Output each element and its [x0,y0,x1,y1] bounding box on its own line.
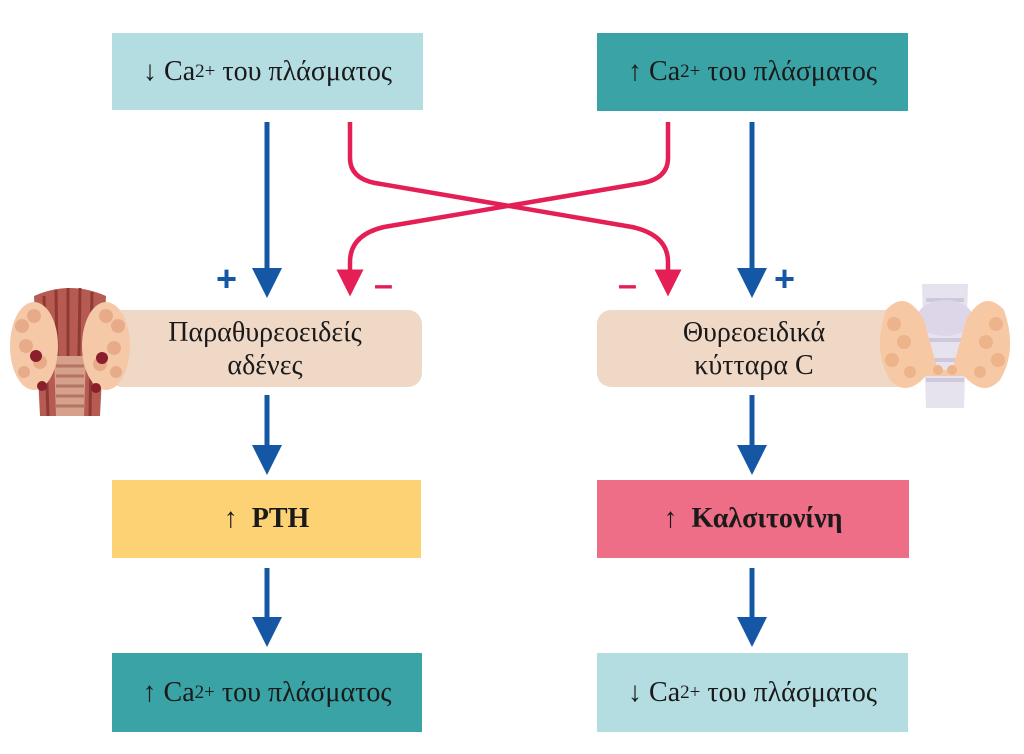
plus-sign-right: + [774,258,796,299]
plasma-text: του πλάσματος [700,676,877,708]
thyroid-gland-illustration [879,284,1011,408]
arrow-glyph: ↑ [223,503,238,534]
gland-line-1: Θυρεοειδικά [682,316,826,348]
parathyroid-glands-box: Παραθυρεοειδείς αδένες [108,310,422,387]
parathyroid-gland-illustration [10,287,130,417]
arrow-glyph: ↑ [142,676,157,708]
ion-label: Ca [649,56,681,87]
minus-sign-left: – [374,266,393,304]
pth-box: ↑ PTH [112,480,421,558]
ion-label: Ca [163,676,195,708]
thyroid-c-cells-box: Θυρεοειδικά κύτταρα C [597,310,911,387]
plasma-text: του πλάσματος [214,676,392,708]
ion-label: Ca [649,676,681,708]
pth-label: PTH [251,503,310,534]
plasma-text: του πλάσματος [215,55,392,87]
minus-sign-right: – [618,266,637,304]
calcitonin-label: Καλσιτονίνη [691,503,843,534]
arrow-glyph: ↑ [628,56,643,87]
plasma-text: του πλάσματος [700,56,877,87]
inhibit-arrow-left-to-right [347,122,682,297]
gland-line-2: κύτταρα C [694,349,814,381]
calcitonin-box: ↑ Καλσιτονίνη [597,480,909,558]
arrow-glyph: ↓ [628,676,643,708]
arrow-glyph: ↓ [143,55,158,87]
plus-sign-left: + [216,258,238,299]
inhibit-arrow-right-to-left [336,122,671,297]
arrow-glyph: ↑ [663,503,678,534]
gland-line-1: Παραθυρεοειδείς [168,316,362,348]
ion-label: Ca [164,55,196,87]
gland-line-2: αδένες [227,349,303,381]
